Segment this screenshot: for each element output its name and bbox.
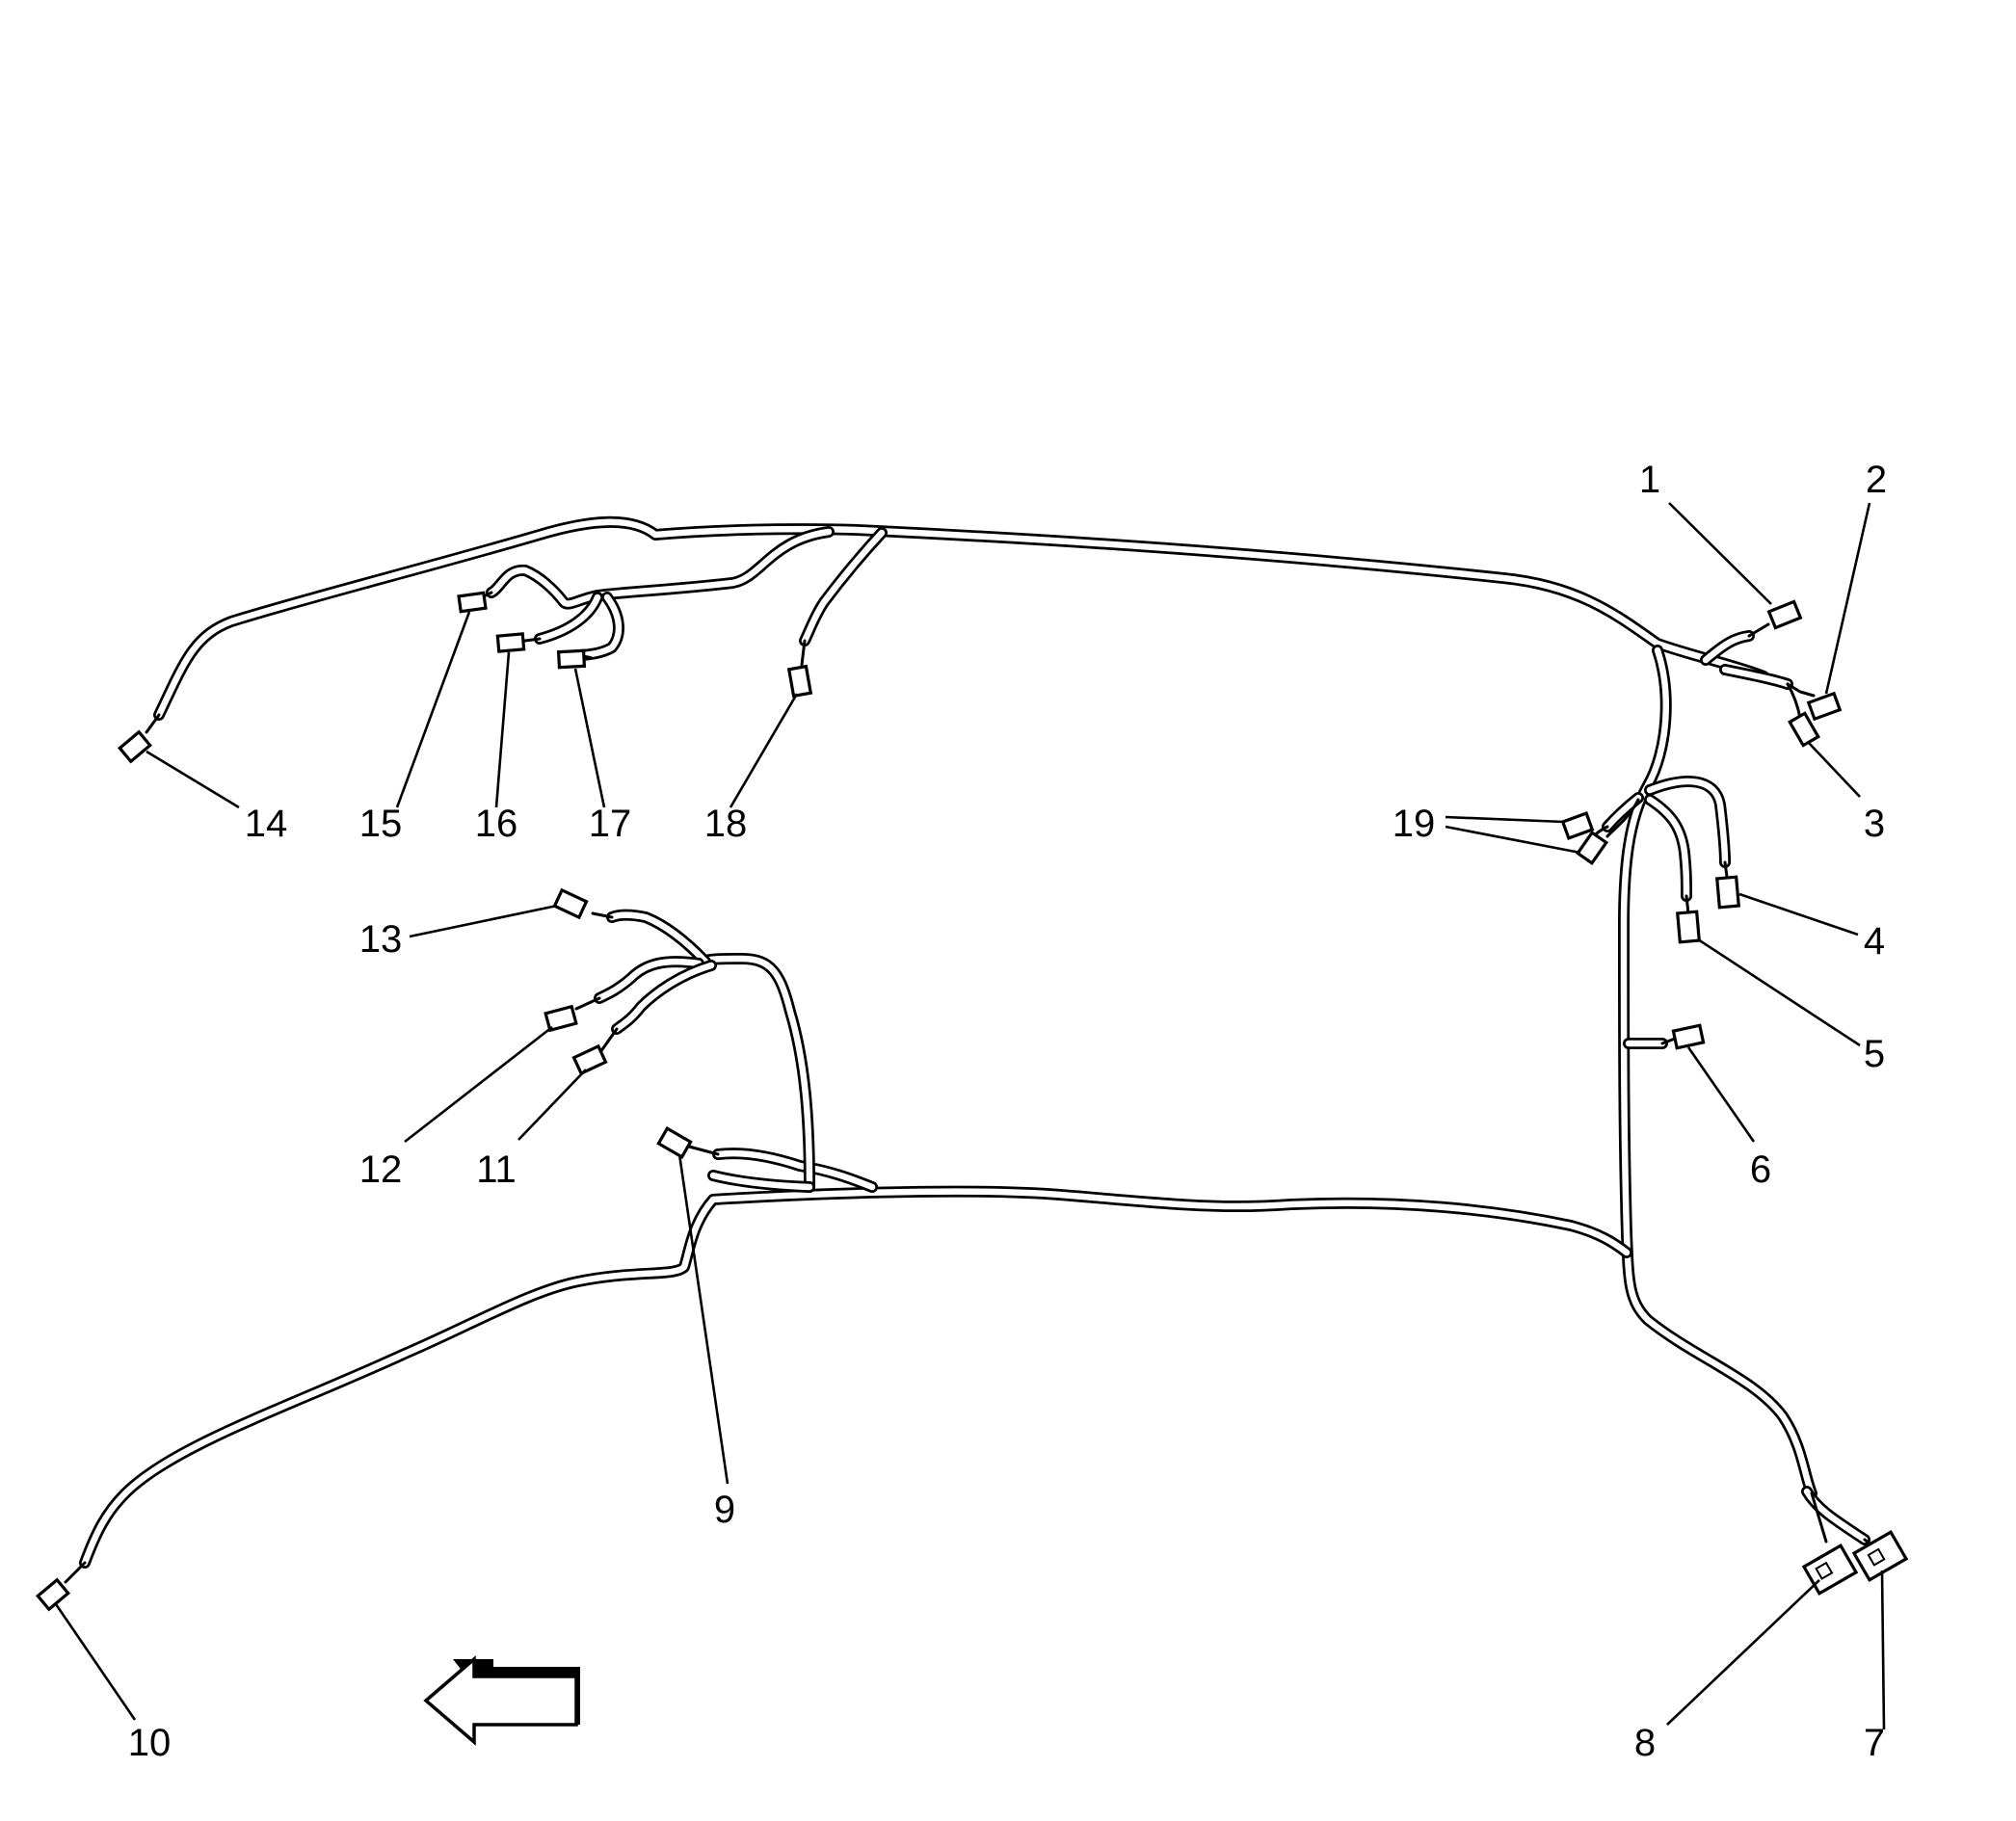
callout-12: 12 bbox=[359, 1148, 403, 1191]
leader-lines bbox=[54, 502, 1886, 1730]
callout-8: 8 bbox=[1634, 1722, 1656, 1764]
connector-15 bbox=[457, 591, 488, 614]
connector-1 bbox=[1766, 599, 1803, 630]
connector-18 bbox=[786, 664, 813, 699]
callout-14: 14 bbox=[245, 803, 288, 845]
connector-14 bbox=[118, 729, 152, 764]
left-arrow-icon bbox=[423, 1655, 580, 1746]
connector-10 bbox=[36, 1577, 70, 1612]
connector-17 bbox=[556, 648, 587, 670]
callout-7: 7 bbox=[1864, 1722, 1885, 1764]
pigtail-wires bbox=[64, 591, 1871, 1584]
callout-10: 10 bbox=[128, 1722, 172, 1764]
harness-upper-trunk bbox=[153, 515, 1769, 721]
connectors bbox=[36, 591, 1909, 1612]
harness-routing bbox=[79, 515, 1870, 1569]
callout-4: 4 bbox=[1864, 920, 1885, 963]
connector-16 bbox=[495, 632, 526, 653]
callout-19: 19 bbox=[1393, 803, 1436, 845]
callout-1: 1 bbox=[1639, 459, 1660, 501]
connector-6 bbox=[1671, 1023, 1706, 1050]
connector-19b bbox=[1575, 830, 1609, 866]
connector-4 bbox=[1714, 875, 1741, 910]
callout-13: 13 bbox=[359, 918, 403, 961]
callout-11: 11 bbox=[476, 1148, 517, 1191]
callout-labels: 1 2 3 4 5 6 7 8 9 10 11 12 13 14 15 16 1… bbox=[128, 459, 1887, 1764]
connector-9 bbox=[656, 1126, 693, 1159]
callout-2: 2 bbox=[1866, 459, 1887, 501]
connector-13 bbox=[552, 887, 589, 920]
connector-19a bbox=[1560, 811, 1595, 840]
connector-7 bbox=[1851, 1529, 1909, 1583]
connector-5 bbox=[1675, 910, 1702, 944]
connector-11 bbox=[571, 1043, 608, 1076]
callout-18: 18 bbox=[704, 803, 748, 845]
callout-5: 5 bbox=[1864, 1033, 1885, 1075]
connector-12 bbox=[544, 1004, 578, 1033]
connector-3 bbox=[1788, 711, 1820, 748]
callout-6: 6 bbox=[1750, 1148, 1771, 1191]
callout-15: 15 bbox=[359, 803, 403, 845]
connector-2 bbox=[1806, 691, 1843, 722]
harness-lower-trunk bbox=[79, 1185, 1632, 1569]
callout-3: 3 bbox=[1864, 803, 1885, 845]
callout-9: 9 bbox=[714, 1489, 735, 1531]
callout-16: 16 bbox=[475, 803, 518, 845]
callout-17: 17 bbox=[589, 803, 632, 845]
